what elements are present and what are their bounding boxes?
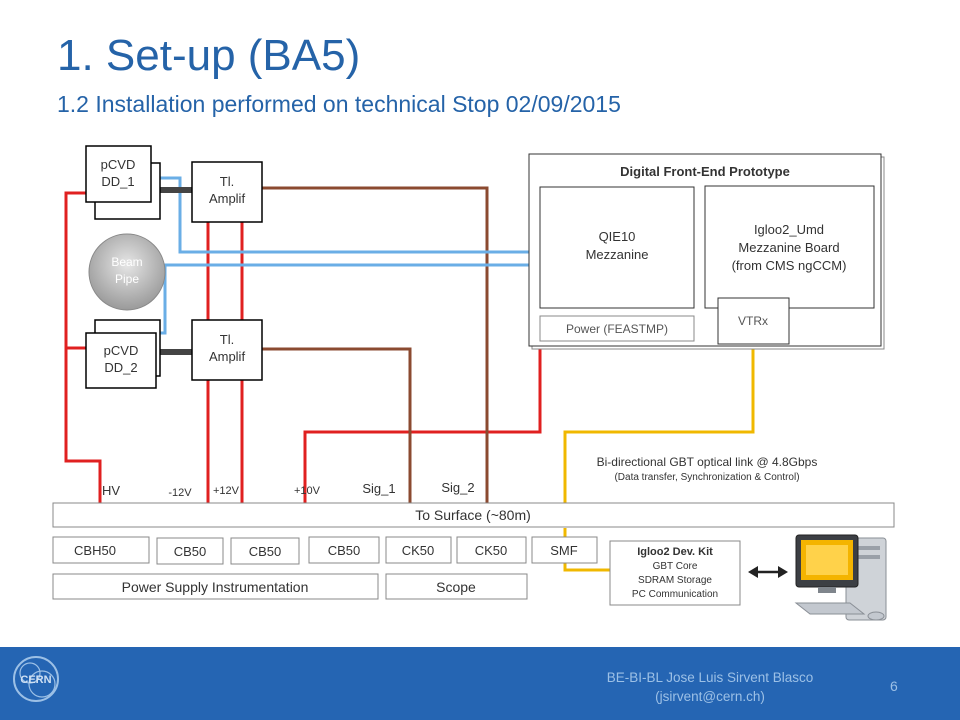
label-sig2: Sig_2 bbox=[441, 480, 474, 495]
cable-label: CBH50 bbox=[74, 543, 116, 558]
amplifier-1: Tl. Amplif bbox=[191, 161, 263, 223]
beam-pipe-line1: Beam bbox=[111, 255, 142, 269]
cable-label: CB50 bbox=[249, 544, 282, 559]
amplifier-1-line1: Tl. bbox=[220, 174, 234, 189]
cern-logo-text: CERN bbox=[20, 674, 51, 686]
igloo-line3: (from CMS ngCCM) bbox=[732, 258, 847, 273]
cable-label: SMF bbox=[550, 543, 578, 558]
amplifier-1-line2: Amplif bbox=[209, 191, 246, 206]
beam-pipe-line2: Pipe bbox=[115, 272, 139, 286]
footer-author: BE-BI-BL Jose Luis Sirvent Blasco bbox=[606, 670, 814, 685]
label-plus10v: +10V bbox=[294, 485, 321, 497]
cable-row: CBH50 CB50 CB50 CB50 CK50 CK50 SMF bbox=[52, 536, 598, 565]
page-number: 6 bbox=[890, 678, 898, 694]
slide-title: 1. Set-up (BA5) bbox=[57, 31, 361, 80]
scope-label: Scope bbox=[436, 579, 476, 595]
label-sig1: Sig_1 bbox=[362, 481, 395, 496]
igloo-line2: Mezzanine Board bbox=[738, 240, 839, 255]
to-surface-label: To Surface (~80m) bbox=[415, 507, 531, 523]
footer-email: (jsirvent@cern.ch) bbox=[655, 689, 765, 704]
scope-box bbox=[385, 573, 528, 600]
detector-connectors bbox=[160, 187, 192, 355]
dev-kit: Igloo2 Dev. Kit GBT Core SDRAM Storage P… bbox=[609, 540, 741, 606]
amplifier-2-line2: Amplif bbox=[209, 349, 246, 364]
detector-dd1-line1: pCVD bbox=[101, 157, 136, 172]
igloo-line1: Igloo2_Umd bbox=[754, 222, 824, 237]
to-surface-bar bbox=[52, 502, 895, 528]
amplifier-2: Tl. Amplif bbox=[191, 319, 263, 381]
detector-dd1: pCVD DD_1 bbox=[85, 145, 161, 220]
label-minus12v: -12V bbox=[168, 487, 192, 499]
detector-dd2-line1: pCVD bbox=[104, 343, 139, 358]
signal-wires bbox=[262, 186, 489, 503]
label-hv: HV bbox=[102, 483, 120, 498]
cable-label: CB50 bbox=[328, 543, 361, 558]
link-label-line2: (Data transfer, Synchronization & Contro… bbox=[614, 472, 799, 483]
dev-kit-line1: GBT Core bbox=[653, 561, 698, 572]
dev-kit-line2: SDRAM Storage bbox=[638, 575, 712, 586]
qie-line1: QIE10 bbox=[599, 229, 636, 244]
label-plus12v: +12V bbox=[213, 485, 240, 497]
qie-line2: Mezzanine bbox=[586, 247, 649, 262]
setup-diagram: pCVD DD_1 pCVD DD_2 Tl. Amplif Tl. Ampli… bbox=[52, 145, 895, 621]
power-supply-box bbox=[52, 573, 379, 600]
cable-label: CK50 bbox=[475, 543, 508, 558]
power-supply-label: Power Supply Instrumentation bbox=[122, 579, 309, 595]
cable-label: CB50 bbox=[174, 544, 207, 559]
power-feastmp: Power (FEASTMP) bbox=[566, 322, 668, 336]
beam-pipe: Beam Pipe bbox=[88, 233, 166, 311]
amplifier-2-line1: Tl. bbox=[220, 332, 234, 347]
front-end-title: Digital Front-End Prototype bbox=[620, 164, 790, 179]
double-arrow-icon bbox=[748, 566, 788, 578]
detector-dd2: pCVD DD_2 bbox=[85, 319, 161, 389]
front-end-prototype: Digital Front-End Prototype QIE10 Mezzan… bbox=[528, 153, 885, 350]
computer-icon bbox=[794, 534, 887, 621]
dev-kit-line3: PC Communication bbox=[632, 589, 718, 600]
footer-bar bbox=[0, 647, 960, 720]
cable-label: CK50 bbox=[402, 543, 435, 558]
detector-dd2-line2: DD_2 bbox=[104, 360, 137, 375]
cern-logo-icon: CERN bbox=[13, 656, 59, 702]
footer-author-block: BE-BI-BL Jose Luis Sirvent Blasco (jsirv… bbox=[560, 668, 860, 706]
detector-dd1-line2: DD_1 bbox=[101, 174, 134, 189]
vtrx: VTRx bbox=[738, 314, 768, 328]
link-label-line1: Bi-directional GBT optical link @ 4.8Gbp… bbox=[597, 455, 818, 469]
dev-kit-title: Igloo2 Dev. Kit bbox=[637, 546, 713, 558]
slide-subtitle: 1.2 Installation performed on technical … bbox=[57, 91, 621, 117]
